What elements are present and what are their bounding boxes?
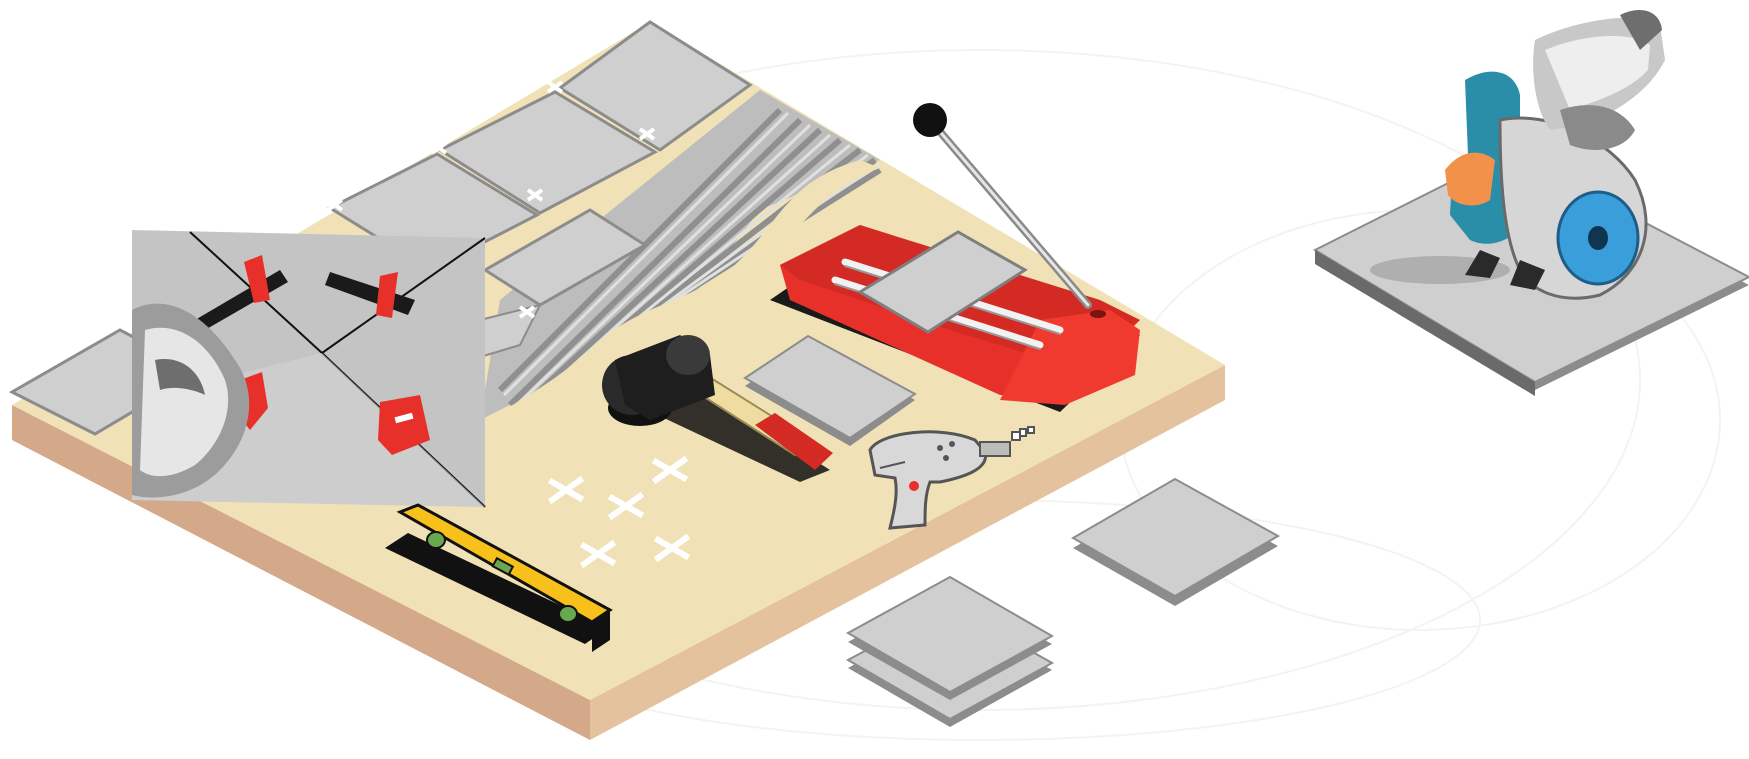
hand-holding-saw [1533,10,1665,150]
circular-tile-saw-on-slab [1315,10,1749,396]
lever-knob [913,103,947,137]
single-loose-tile [1073,479,1278,606]
drill-trigger [909,481,919,491]
stacked-tiles [848,577,1052,727]
level-vial [559,606,577,622]
tile-leveling-clips-inset [132,230,485,507]
level-vial [427,532,445,548]
